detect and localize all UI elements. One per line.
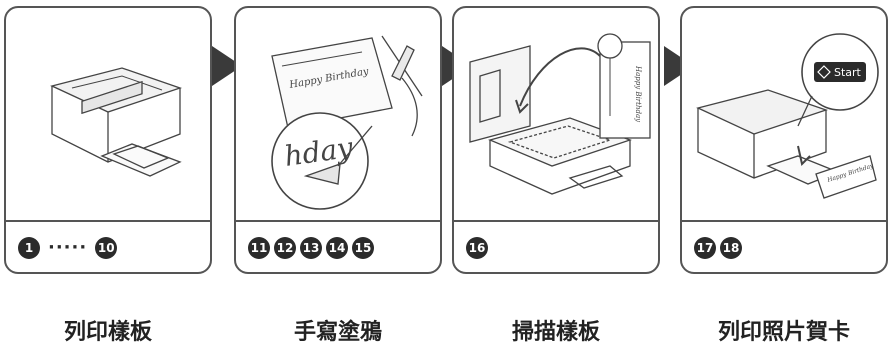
step-badge: 10: [95, 237, 118, 259]
step-badge: 17: [694, 237, 716, 259]
step-panel-scan-template: Happy Birthday 16: [452, 6, 660, 274]
start-button-text: Start: [834, 66, 862, 79]
panel-divider: [236, 220, 440, 222]
step-range-dots: ·····: [48, 237, 88, 258]
caption-print-card: 列印照片賀卡: [717, 320, 850, 345]
happy-birthday-text: Happy Birthday: [634, 65, 642, 123]
handwriting-illustration: Happy Birthday hday: [271, 35, 423, 210]
caption-handwriting: 手寫塗鴉: [293, 320, 382, 345]
step-panel-handwriting: Happy Birthday hday 11 12 13 14 15: [234, 6, 442, 274]
step-panel-print-card: Start Happy Birthday 17 18: [680, 6, 888, 274]
step-badge: 12: [274, 237, 296, 259]
step-badge: 15: [352, 237, 374, 259]
step-numbers: 11 12 13 14 15: [248, 236, 374, 260]
panel-divider: [682, 220, 886, 222]
step-badge: 13: [300, 237, 322, 259]
scanner-illustration: Happy Birthday: [469, 33, 651, 195]
step-badge: 1: [18, 237, 40, 259]
step-badge: 11: [248, 237, 270, 259]
panel-divider: [454, 220, 658, 222]
step-numbers: 1 ····· 10: [18, 236, 118, 260]
panel-divider: [6, 220, 210, 222]
step-badge: 16: [466, 237, 488, 259]
printer-illustration: [50, 67, 183, 177]
step-numbers: 16: [466, 236, 488, 260]
step-numbers: 17 18: [694, 236, 742, 260]
step-panel-print-template: 1 ····· 10: [4, 6, 212, 274]
caption-scan-template: 掃描樣板: [511, 320, 600, 345]
step-badge: 14: [326, 237, 348, 259]
step-badge: 18: [720, 237, 742, 259]
caption-print-template: 列印樣板: [63, 320, 152, 345]
printer-start-illustration: Start Happy Birthday: [696, 33, 879, 199]
